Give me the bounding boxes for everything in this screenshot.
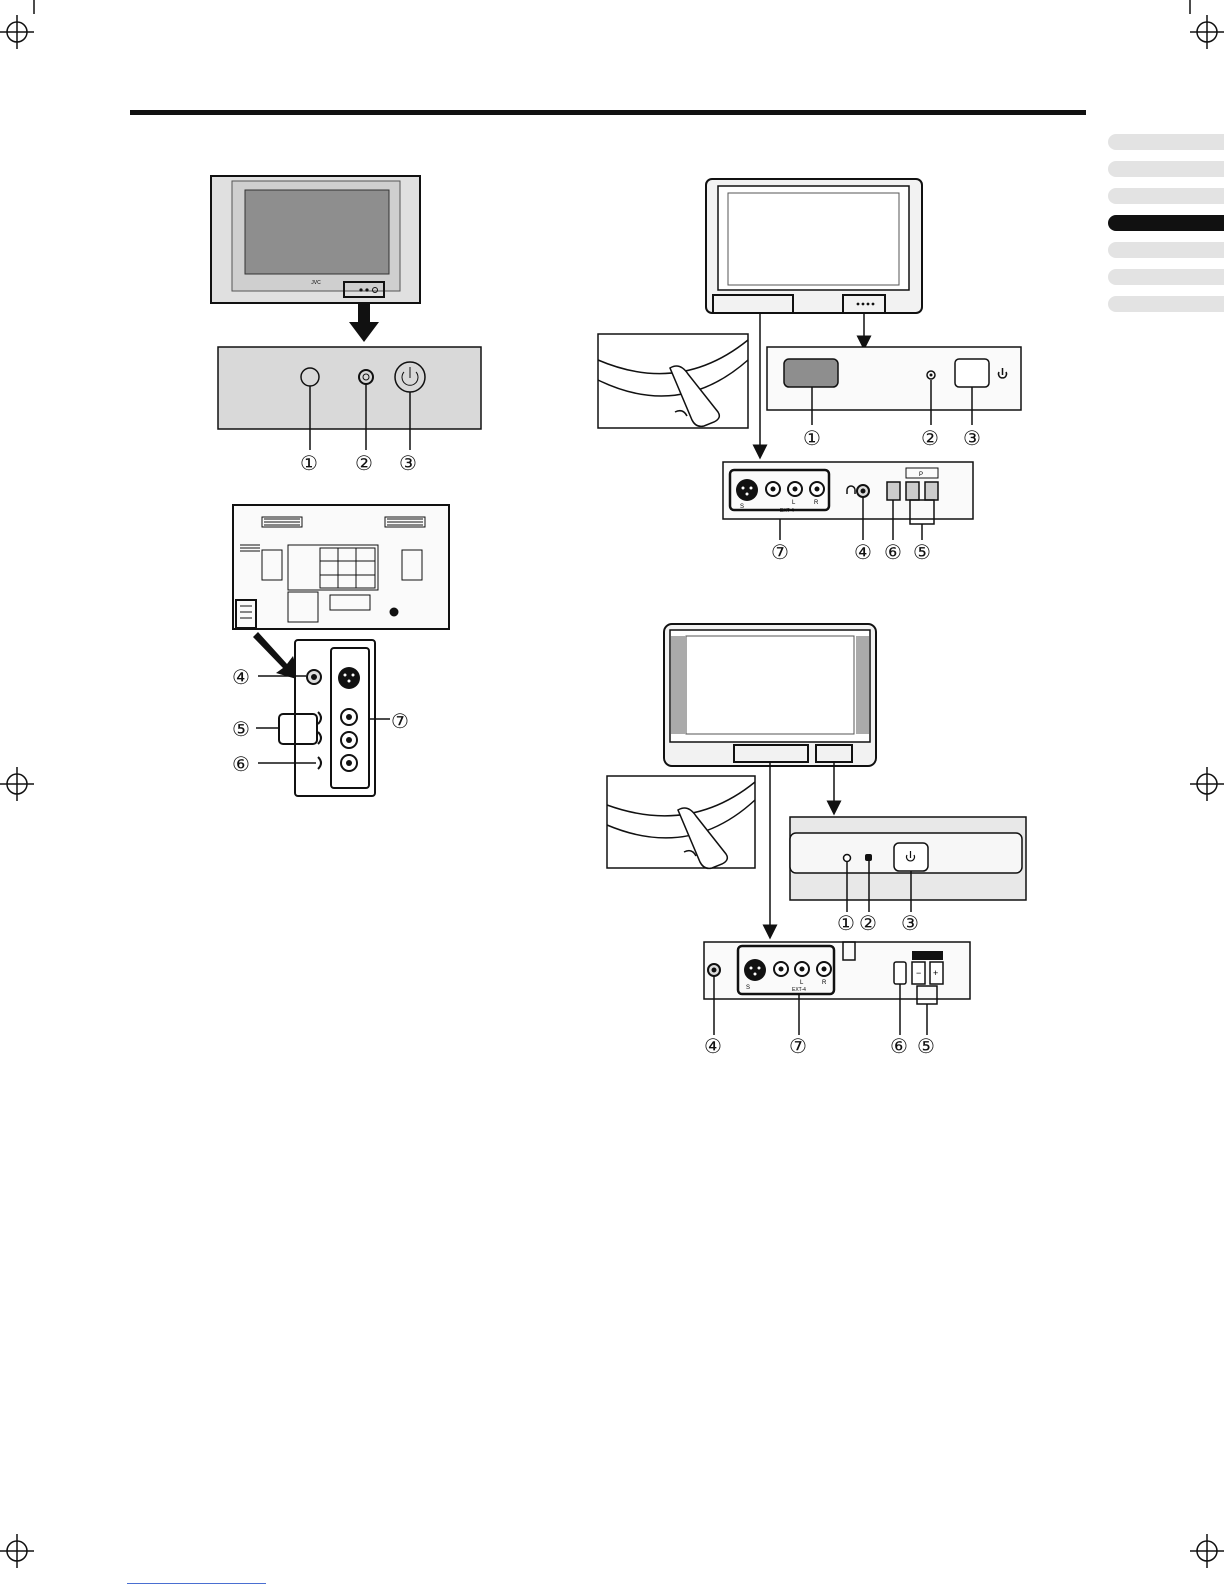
diag-arrow [253,632,300,680]
callout-1: ① [300,451,318,475]
svg-text:EXT-4: EXT-4 [792,987,806,993]
callout-5: ⑤ [913,540,931,564]
callout-1: ① [803,426,821,450]
callout-3: ③ [963,426,981,450]
svg-text:S: S [746,985,750,991]
power-button [955,359,989,387]
tv-crt-1 [706,179,922,313]
callout-7: ⑦ [789,1034,807,1058]
callout-6: ⑥ [884,540,902,564]
front-input-panel-1: S L R EXT-4 P [723,462,973,540]
remote-sensor [301,368,319,386]
control-panel-1 [218,347,481,450]
brand-logo: JVC [311,280,321,286]
callout-2: ② [859,911,877,935]
tv-flat-front: JVC [211,176,420,303]
power-indicator [865,854,872,861]
callout-4: ④ [854,540,872,564]
remote-sensor [844,855,851,862]
tv-flat-back [233,505,449,629]
tv-crt-2 [664,624,876,766]
reg-mark-mr [1190,767,1224,801]
control-panel-2 [767,347,1021,425]
callout-4: ④ [704,1034,722,1058]
front-input-panel-2: S L R EXT-4 − + [704,942,970,1035]
callout-2: ② [921,426,939,450]
s-video-jack [338,667,360,689]
callout-7: ⑦ [771,540,789,564]
reg-mark-tr [1190,15,1224,49]
reg-mark-br [1190,1534,1224,1568]
svg-text:+: + [933,968,938,978]
control-panel-3 [790,817,1026,912]
callout-3: ③ [399,451,417,475]
callout-1: ① [837,911,855,935]
s-video-jack [744,959,766,981]
reg-mark-tl [0,15,34,49]
reg-mark-bl [0,1534,34,1568]
callout-6: ⑥ [232,752,250,776]
svg-text:P: P [919,472,923,478]
svg-text:R: R [814,500,819,506]
svg-text:−: − [916,968,921,978]
callout-5: ⑤ [917,1034,935,1058]
hand-inset-1 [598,334,748,428]
svg-text:R: R [822,980,827,986]
down-arrow [349,303,379,342]
side-jack-panel [256,640,390,796]
s-video-jack [736,479,758,501]
svg-text:EXT-4: EXT-4 [780,508,794,514]
callout-5: ⑤ [232,717,250,741]
callout-2: ② [355,451,373,475]
callout-6: ⑥ [890,1034,908,1058]
remote-sensor [784,359,838,387]
hand-inset-2 [607,776,755,868]
callout-4: ④ [232,665,250,689]
reg-mark-ml [0,767,34,801]
callout-3: ③ [901,911,919,935]
callout-7: ⑦ [391,709,409,733]
svg-text:S: S [740,504,744,510]
